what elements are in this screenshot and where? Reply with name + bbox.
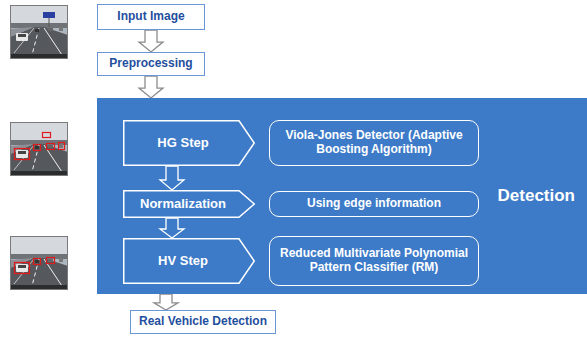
- node-label: Detection: [498, 186, 575, 206]
- chevron-outline: [124, 239, 255, 284]
- process-box: Preprocessing: [97, 52, 205, 76]
- chevron-outline: [124, 191, 255, 218]
- block-arrow: [154, 294, 178, 310]
- node-label: Reduced Multivariate Polynomial Pattern …: [276, 247, 472, 275]
- chevron-outline: [124, 121, 255, 166]
- road-sign: [43, 12, 55, 18]
- step-chevron: Normalization: [123, 190, 255, 218]
- node-label: Normalization: [140, 197, 226, 212]
- road-scene: [10, 5, 68, 59]
- step-chevron: HV Step: [123, 238, 255, 284]
- stage-band: Detection HG Step Viola-Jones Detector (Ad…: [97, 98, 587, 294]
- road-scene: [10, 122, 68, 176]
- node-label: Input Image: [117, 10, 184, 24]
- detection-box: [47, 258, 55, 264]
- detection-box: [34, 145, 41, 151]
- detection-box: [34, 259, 41, 265]
- hg-photo: [10, 122, 68, 176]
- process-box: Input Image: [97, 4, 205, 30]
- block-arrow: [160, 166, 184, 190]
- node-label: Preprocessing: [109, 57, 192, 71]
- method-box: Reduced Multivariate Polynomial Pattern …: [269, 236, 479, 286]
- detection-box: [15, 149, 30, 160]
- node-label: HG Step: [157, 136, 208, 151]
- detection-box: [15, 263, 30, 274]
- block-arrow: [139, 76, 163, 98]
- input-photo: [10, 5, 68, 59]
- sign-pole: [49, 18, 50, 27]
- node-label: Using edge information: [307, 197, 441, 211]
- detection-box: [43, 133, 51, 138]
- method-box: Viola-Jones Detector (Adaptive Boosting …: [269, 120, 479, 166]
- node-label: Real Vehicle Detection: [139, 315, 267, 329]
- node-label: HV Step: [158, 254, 208, 269]
- step-chevron: HG Step: [123, 120, 255, 166]
- block-arrow: [160, 218, 184, 238]
- road-scene: [10, 236, 68, 290]
- node-label: Viola-Jones Detector (Adaptive Boosting …: [276, 129, 472, 157]
- detection-box: [47, 144, 55, 150]
- method-box: Using edge information: [269, 191, 479, 217]
- result-box: Real Vehicle Detection: [130, 310, 276, 334]
- block-arrow: [139, 30, 163, 52]
- detection-box: [59, 143, 65, 150]
- hv-photo: [10, 236, 68, 290]
